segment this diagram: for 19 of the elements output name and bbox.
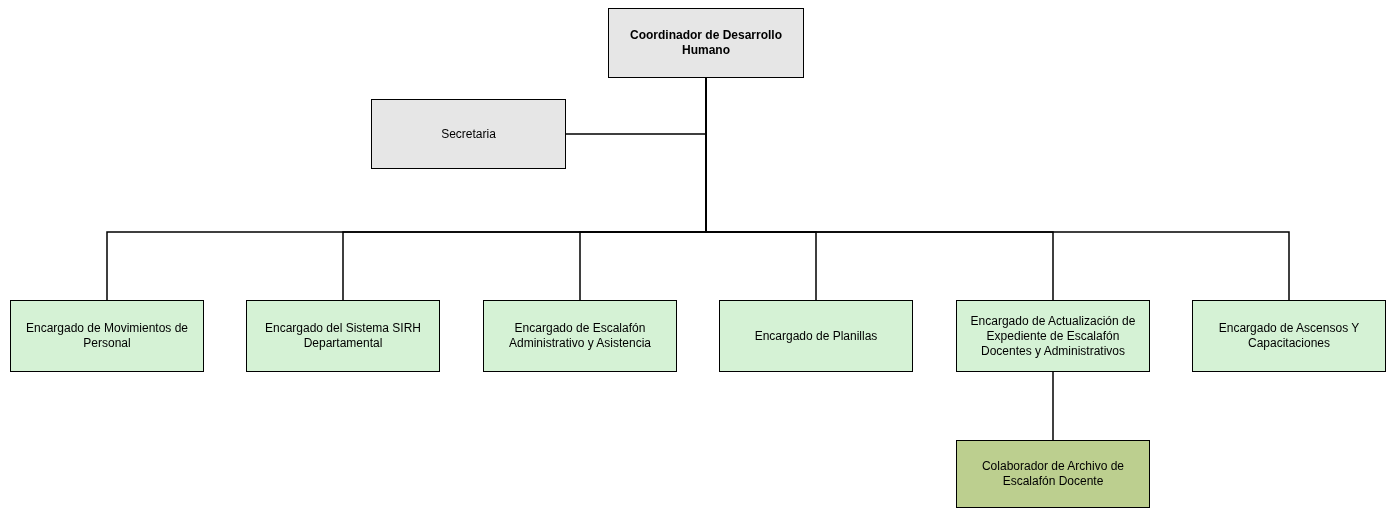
- role-title: Encargado de Planillas: [754, 328, 878, 344]
- role-title: Encargado de Actualización de Expediente de Escalafón Docentes y Administrativos: [969, 313, 1137, 359]
- role-title: Colaborador de Archivo de Escalafón Docente: [980, 459, 1126, 489]
- role-title: Encargado de Movimientos de Personal: [24, 321, 190, 351]
- org-box: [956, 300, 1150, 372]
- role-title: Encargado de Escalafón Administrativo y Asistencia: [507, 321, 653, 351]
- org-box: [956, 440, 1150, 508]
- role-title: Secretaria: [441, 126, 496, 142]
- role-title: Encargado del Sistema SIRH Departamental: [263, 321, 423, 351]
- org-box: [1192, 300, 1386, 372]
- role-title: Encargado de Ascensos Y Capacitaciones: [1217, 321, 1361, 351]
- org-box: [719, 300, 913, 372]
- connector-line: [1052, 371, 1054, 441]
- role-title: Coordinador de Desarrollo Humano: [629, 28, 783, 58]
- org-box: [10, 300, 204, 372]
- org-box: [483, 300, 677, 372]
- org-box: [371, 99, 566, 169]
- org-box: [608, 8, 804, 78]
- org-box: [246, 300, 440, 372]
